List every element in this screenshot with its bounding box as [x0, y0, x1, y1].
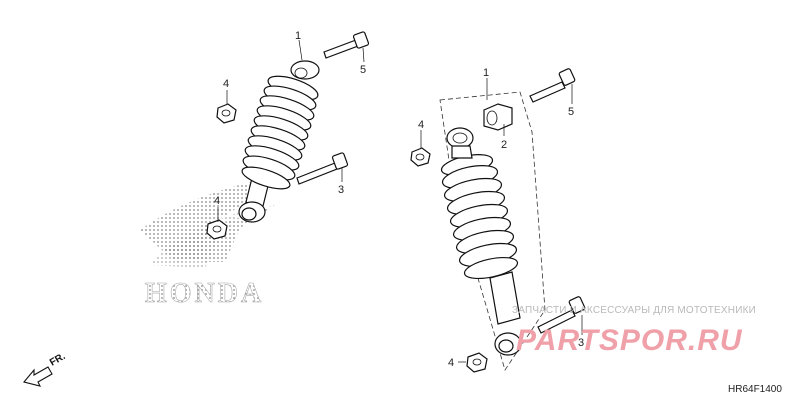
direction-label: FR.: [48, 351, 68, 369]
right-assembly-outline: [439, 91, 546, 371]
left-top-eye: [290, 60, 320, 80]
callout-right-bolt-bottom: 3: [578, 337, 584, 349]
callout-right-assembly: 1: [483, 67, 489, 79]
right-top-bolt: [529, 68, 576, 103]
left-middle-bolt: [296, 152, 349, 185]
diagram-code: HR64F1400: [728, 384, 782, 395]
callout-right-nut-top: 4: [418, 119, 424, 131]
left-top-bolt: [323, 31, 370, 59]
callout-left-nut-bottom: 4: [214, 195, 220, 207]
left-shock-absorber: [238, 60, 320, 223]
left-bottom-nut: [206, 219, 228, 240]
right-bottom-eye: [494, 332, 522, 356]
watermark-tagline: ЗАПЧАСТИ И АКСЕССУАРЫ ДЛЯ МОТОТЕХНИКИ: [512, 305, 756, 316]
leader-lines: [217, 39, 583, 363]
right-top-nut: [410, 147, 431, 167]
callout-right-bushing: 2: [501, 139, 507, 151]
callout-left-nut-top: 4: [223, 78, 229, 90]
right-spring-coils: [440, 154, 519, 280]
watermark-logo: PARTSPOR.RU: [516, 324, 743, 357]
callout-left-shock: 1: [295, 30, 301, 42]
left-bottom-eye: [238, 201, 266, 223]
callout-right-nut-bottom: 4: [448, 357, 454, 369]
right-shock-absorber: [440, 127, 522, 356]
callout-left-bolt-mid: 3: [338, 184, 344, 196]
left-spring-coils: [241, 75, 319, 190]
callout-left-bolt-top: 5: [360, 64, 366, 76]
right-bushing: [483, 103, 513, 131]
right-top-eye: [446, 127, 474, 159]
callout-right-bolt-top: 5: [568, 106, 574, 118]
right-bottom-bolt: [537, 296, 586, 334]
honda-brand-text: HONDA: [145, 278, 264, 309]
right-bottom-nut: [466, 352, 488, 373]
front-direction-arrow: FR.: [23, 351, 68, 387]
left-top-nut: [216, 103, 237, 124]
